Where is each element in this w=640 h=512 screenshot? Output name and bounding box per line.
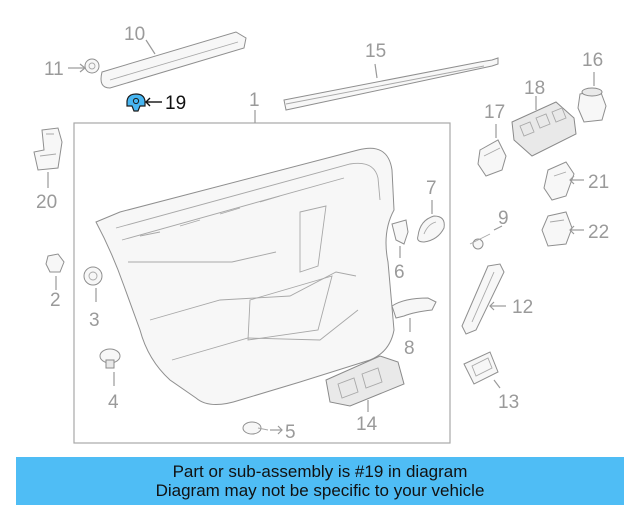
- part-15-belt-molding: [283, 57, 499, 111]
- part-1-door-trim-panel: [73, 122, 451, 444]
- banner-line-part: Part or sub-assembly is #19 in diagram: [172, 462, 468, 481]
- part-16-switch: [577, 87, 607, 123]
- callout-16[interactable]: 16: [582, 50, 603, 71]
- part-20-latch-bracket: [33, 127, 63, 171]
- callout-21[interactable]: 21: [588, 172, 609, 193]
- callout-2[interactable]: 2: [50, 290, 61, 311]
- callout-8[interactable]: 8: [404, 338, 415, 359]
- callout-17[interactable]: 17: [484, 102, 505, 123]
- callout-22[interactable]: 22: [588, 222, 609, 243]
- info-banner: Part or sub-assembly is #19 in diagram D…: [16, 457, 624, 505]
- callout-14[interactable]: 14: [356, 414, 378, 435]
- parts-diagram: 10 11 19 15 1 20: [33, 24, 609, 444]
- callout-12[interactable]: 12: [512, 297, 533, 318]
- part-13-switch-bezel: [463, 351, 499, 385]
- part-14-switch-panel: [325, 355, 405, 407]
- part-21-switch: [543, 161, 575, 201]
- banner-line-disclaimer: Diagram may not be specific to your vehi…: [155, 481, 485, 500]
- callout-10[interactable]: 10: [124, 24, 145, 45]
- part-11-round-clip: [84, 58, 100, 74]
- callout-7[interactable]: 7: [426, 178, 437, 199]
- part-3-retainer: [83, 266, 103, 286]
- callout-15[interactable]: 15: [365, 41, 386, 62]
- part-7-handle-bezel: [417, 215, 445, 243]
- part-12-long-trim: [461, 263, 505, 335]
- part-19-clip-highlighted: [126, 93, 146, 112]
- part-9-screw: [469, 233, 491, 250]
- part-22-switch: [541, 211, 573, 247]
- part-4-push-pin: [99, 348, 121, 369]
- callout-9[interactable]: 9: [498, 208, 509, 229]
- callout-19[interactable]: 19: [165, 93, 186, 114]
- part-2-clip: [45, 253, 65, 273]
- callout-3[interactable]: 3: [89, 310, 100, 331]
- callout-6[interactable]: 6: [394, 262, 405, 283]
- callout-20[interactable]: 20: [36, 192, 57, 213]
- part-5-screw-clip: [242, 421, 269, 435]
- callout-5[interactable]: 5: [285, 422, 296, 443]
- part-17-switch: [477, 139, 507, 177]
- part-8-trim-piece: [391, 297, 437, 319]
- part-6-bracket: [391, 219, 409, 245]
- callout-4[interactable]: 4: [108, 392, 119, 413]
- callout-11[interactable]: 11: [44, 59, 64, 80]
- callout-1[interactable]: 1: [249, 90, 260, 111]
- part-18-master-switch: [511, 101, 577, 157]
- callout-18[interactable]: 18: [524, 78, 545, 99]
- callout-13[interactable]: 13: [498, 392, 519, 413]
- part-10-trim-strip: [100, 31, 247, 89]
